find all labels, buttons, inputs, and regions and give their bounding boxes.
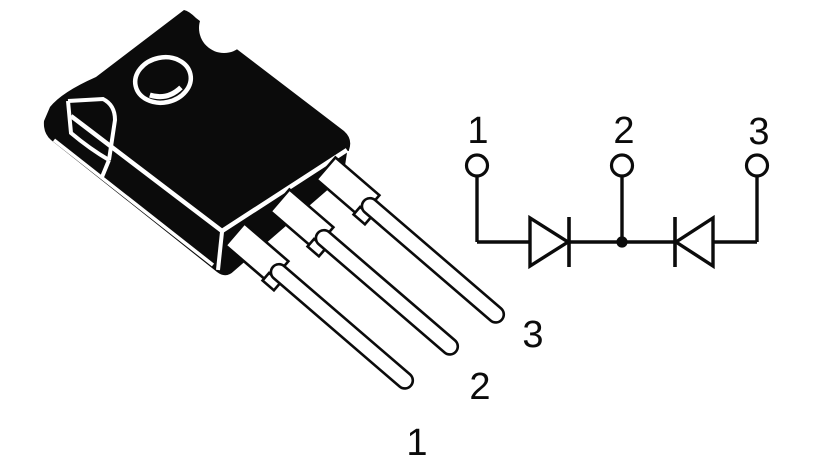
corner-chamfer bbox=[66, 96, 118, 178]
terminal-label-2: 2 bbox=[613, 110, 634, 152]
diode-right bbox=[672, 214, 715, 270]
package-pin-3 bbox=[314, 155, 506, 324]
body-bevel-line bbox=[52, 138, 215, 267]
package-pin-2 bbox=[268, 187, 460, 356]
diode-right-triangle bbox=[672, 214, 715, 270]
package-pin-label-2: 2 bbox=[469, 366, 490, 408]
diode-left-triangle bbox=[528, 214, 572, 270]
junction-dot bbox=[616, 236, 628, 248]
terminal-label-1: 1 bbox=[467, 110, 488, 152]
diode-schematic: 1 2 3 bbox=[464, 110, 770, 270]
terminal-1-circle bbox=[464, 153, 490, 178]
package-pin-1 bbox=[223, 221, 415, 390]
mounting-hole bbox=[132, 54, 194, 106]
package-drawing: 1 2 3 bbox=[43, 3, 544, 462]
body-corner-tick-bottom bbox=[216, 231, 224, 271]
diode-left bbox=[528, 214, 572, 270]
package-pin-label-3: 3 bbox=[522, 314, 543, 356]
body-edge-lines bbox=[69, 114, 349, 234]
terminal-label-3: 3 bbox=[748, 111, 769, 153]
corner-notch bbox=[199, 3, 249, 53]
package-pin-label-1: 1 bbox=[406, 422, 427, 462]
terminal-2-circle bbox=[609, 153, 635, 178]
terminal-3-circle bbox=[744, 153, 770, 178]
